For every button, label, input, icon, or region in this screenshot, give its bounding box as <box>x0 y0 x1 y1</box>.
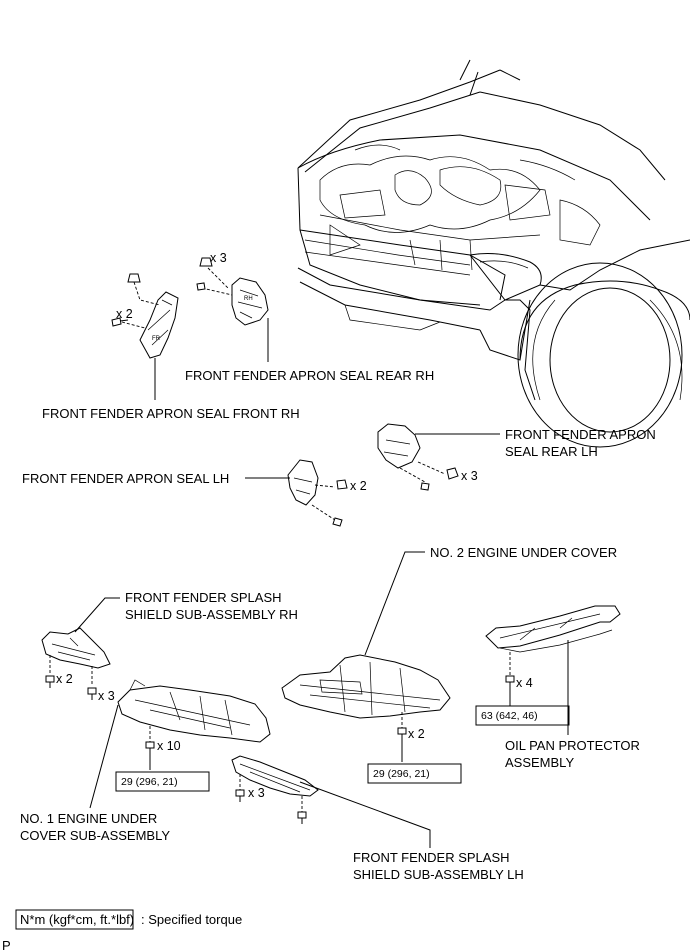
oil-pan-label-line1: OIL PAN PROTECTOR <box>505 738 640 753</box>
legend-unit: N*m (kgf*cm, ft.*lbf) <box>20 912 134 927</box>
apron-seal-rear-lh-label-line2: SEAL REAR LH <box>505 444 598 459</box>
oil-pan-torque-box <box>475 705 570 726</box>
splash-shield-lh-label-line1: FRONT FENDER SPLASH <box>353 850 510 865</box>
apron-seal-lh-part <box>245 459 348 527</box>
oil-pan-bolt-qty: x 4 <box>516 676 533 690</box>
splash-shield-rh-label-line1: FRONT FENDER SPLASH <box>125 590 282 605</box>
splash-shield-lh-label-line2: SHIELD SUB-ASSEMBLY LH <box>353 867 524 882</box>
oil-pan-label-line2: ASSEMBLY <box>505 755 574 770</box>
splash-rh-clip-qty: x 2 <box>56 672 73 686</box>
no1-cover-label-line2: COVER SUB-ASSEMBLY <box>20 828 170 843</box>
splash-lh-bolt-qty: x 3 <box>248 786 265 800</box>
apron-seal-rear-rh-label: FRONT FENDER APRON SEAL REAR RH <box>185 368 434 383</box>
lh-seal-clip-qty: x 2 <box>350 479 367 493</box>
svg-text:FR: FR <box>152 336 161 342</box>
apron-seal-rear-rh-part: RH <box>196 257 269 362</box>
apron-seal-rear-lh-label-line1: FRONT FENDER APRON <box>505 427 656 442</box>
legend-text: : Specified torque <box>141 912 242 927</box>
apron-seal-front-rh-label: FRONT FENDER APRON SEAL FRONT RH <box>42 406 300 421</box>
svg-text:RH: RH <box>244 296 253 302</box>
splash-shield-lh-part <box>231 755 431 848</box>
no2-bolt-qty: x 2 <box>408 727 425 741</box>
rear-rh-clip-qty: x 3 <box>210 251 227 265</box>
splash-shield-rh-part <box>41 597 120 700</box>
no1-cover-label-line1: NO. 1 ENGINE UNDER <box>20 811 157 826</box>
no1-torque-value: 29 (296, 21) <box>121 776 178 788</box>
splash-shield-rh-label-line2: SHIELD SUB-ASSEMBLY RH <box>125 607 298 622</box>
corner-mark: P <box>2 938 11 952</box>
legend-torque-box <box>15 909 134 930</box>
no2-cover-label: NO. 2 ENGINE UNDER COVER <box>430 545 617 560</box>
no2-torque-box <box>367 763 462 784</box>
no1-torque-box <box>115 771 210 792</box>
apron-seal-rear-lh-part <box>377 423 500 491</box>
no1-bolt-qty: x 10 <box>157 739 181 753</box>
apron-seal-front-rh-part: FR <box>111 273 179 400</box>
no1-engine-under-cover-part <box>89 679 271 809</box>
rear-lh-clip-qty: x 3 <box>461 469 478 483</box>
oil-pan-torque-value: 63 (642, 46) <box>481 710 538 722</box>
oil-pan-protector-part <box>485 605 621 735</box>
vehicle-front-illustration <box>297 59 690 448</box>
splash-rh-bolt-qty: x 3 <box>98 689 115 703</box>
no2-engine-under-cover-part <box>281 551 451 762</box>
no2-torque-value: 29 (296, 21) <box>373 768 430 780</box>
front-rh-clip-qty: x 2 <box>116 307 133 321</box>
apron-seal-lh-label: FRONT FENDER APRON SEAL LH <box>22 471 229 486</box>
